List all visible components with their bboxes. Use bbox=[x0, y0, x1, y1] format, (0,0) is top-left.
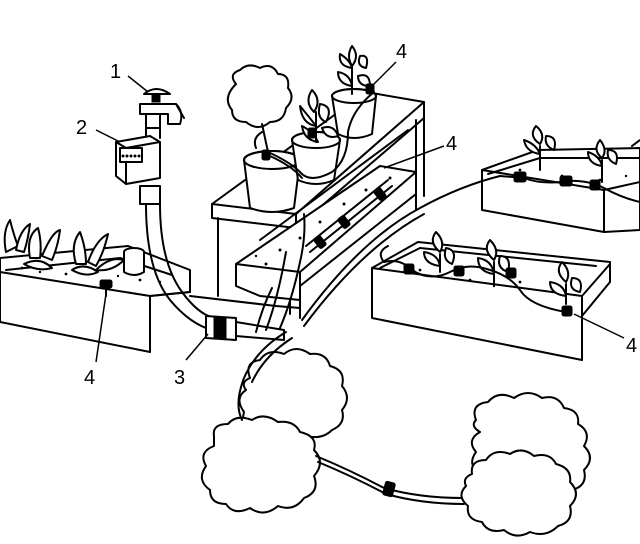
callout-label-2: 2 bbox=[76, 117, 87, 139]
callout-2-timer: 2 bbox=[76, 117, 121, 143]
callout-label-3: 3 bbox=[174, 367, 185, 389]
supply-hose bbox=[145, 203, 215, 331]
callout-1-tap: 1 bbox=[110, 61, 149, 93]
hose-connector bbox=[205, 315, 285, 341]
callout-label-1: 1 bbox=[110, 61, 121, 83]
callout-3-supply-hose: 3 bbox=[174, 333, 209, 389]
supply-line-right-upper bbox=[301, 175, 501, 321]
callout-4-planter-right: 4 bbox=[573, 313, 637, 357]
supply-line-right-upper-2 bbox=[303, 213, 425, 327]
plants-left-planter bbox=[3, 219, 125, 276]
bush-pot-1 bbox=[226, 64, 293, 153]
bush-lower-left bbox=[200, 415, 321, 514]
plant-pot-3 bbox=[337, 45, 371, 95]
callout-4-pots: 4 bbox=[371, 41, 407, 87]
supply-line-right-lower bbox=[379, 245, 389, 263]
drip-line-shelf bbox=[305, 179, 393, 253]
timer bbox=[115, 127, 161, 205]
drip-line-pots bbox=[261, 83, 375, 179]
drip-line-right-lower bbox=[383, 260, 573, 317]
seedling-tray bbox=[235, 165, 417, 301]
plants-right-upper bbox=[523, 125, 640, 183]
callout-label-4a: 4 bbox=[396, 41, 407, 63]
shelf-feed-lines bbox=[255, 213, 306, 333]
tap bbox=[139, 88, 185, 129]
planter-left bbox=[0, 219, 191, 353]
callout-label-4c: 4 bbox=[84, 367, 95, 389]
callout-label-4b: 4 bbox=[446, 133, 457, 155]
planter-right-lower bbox=[371, 241, 611, 361]
bush-right-front bbox=[460, 449, 577, 537]
callout-4-shelf: 4 bbox=[383, 133, 457, 169]
drip-line-right-upper bbox=[499, 171, 640, 203]
pot-1 bbox=[243, 150, 301, 213]
callout-label-4d: 4 bbox=[626, 335, 637, 357]
can bbox=[123, 247, 145, 276]
hose-to-planter-left bbox=[189, 295, 301, 309]
ground-drip-line bbox=[237, 331, 465, 505]
callout-4-planter-left: 4 bbox=[84, 293, 107, 389]
